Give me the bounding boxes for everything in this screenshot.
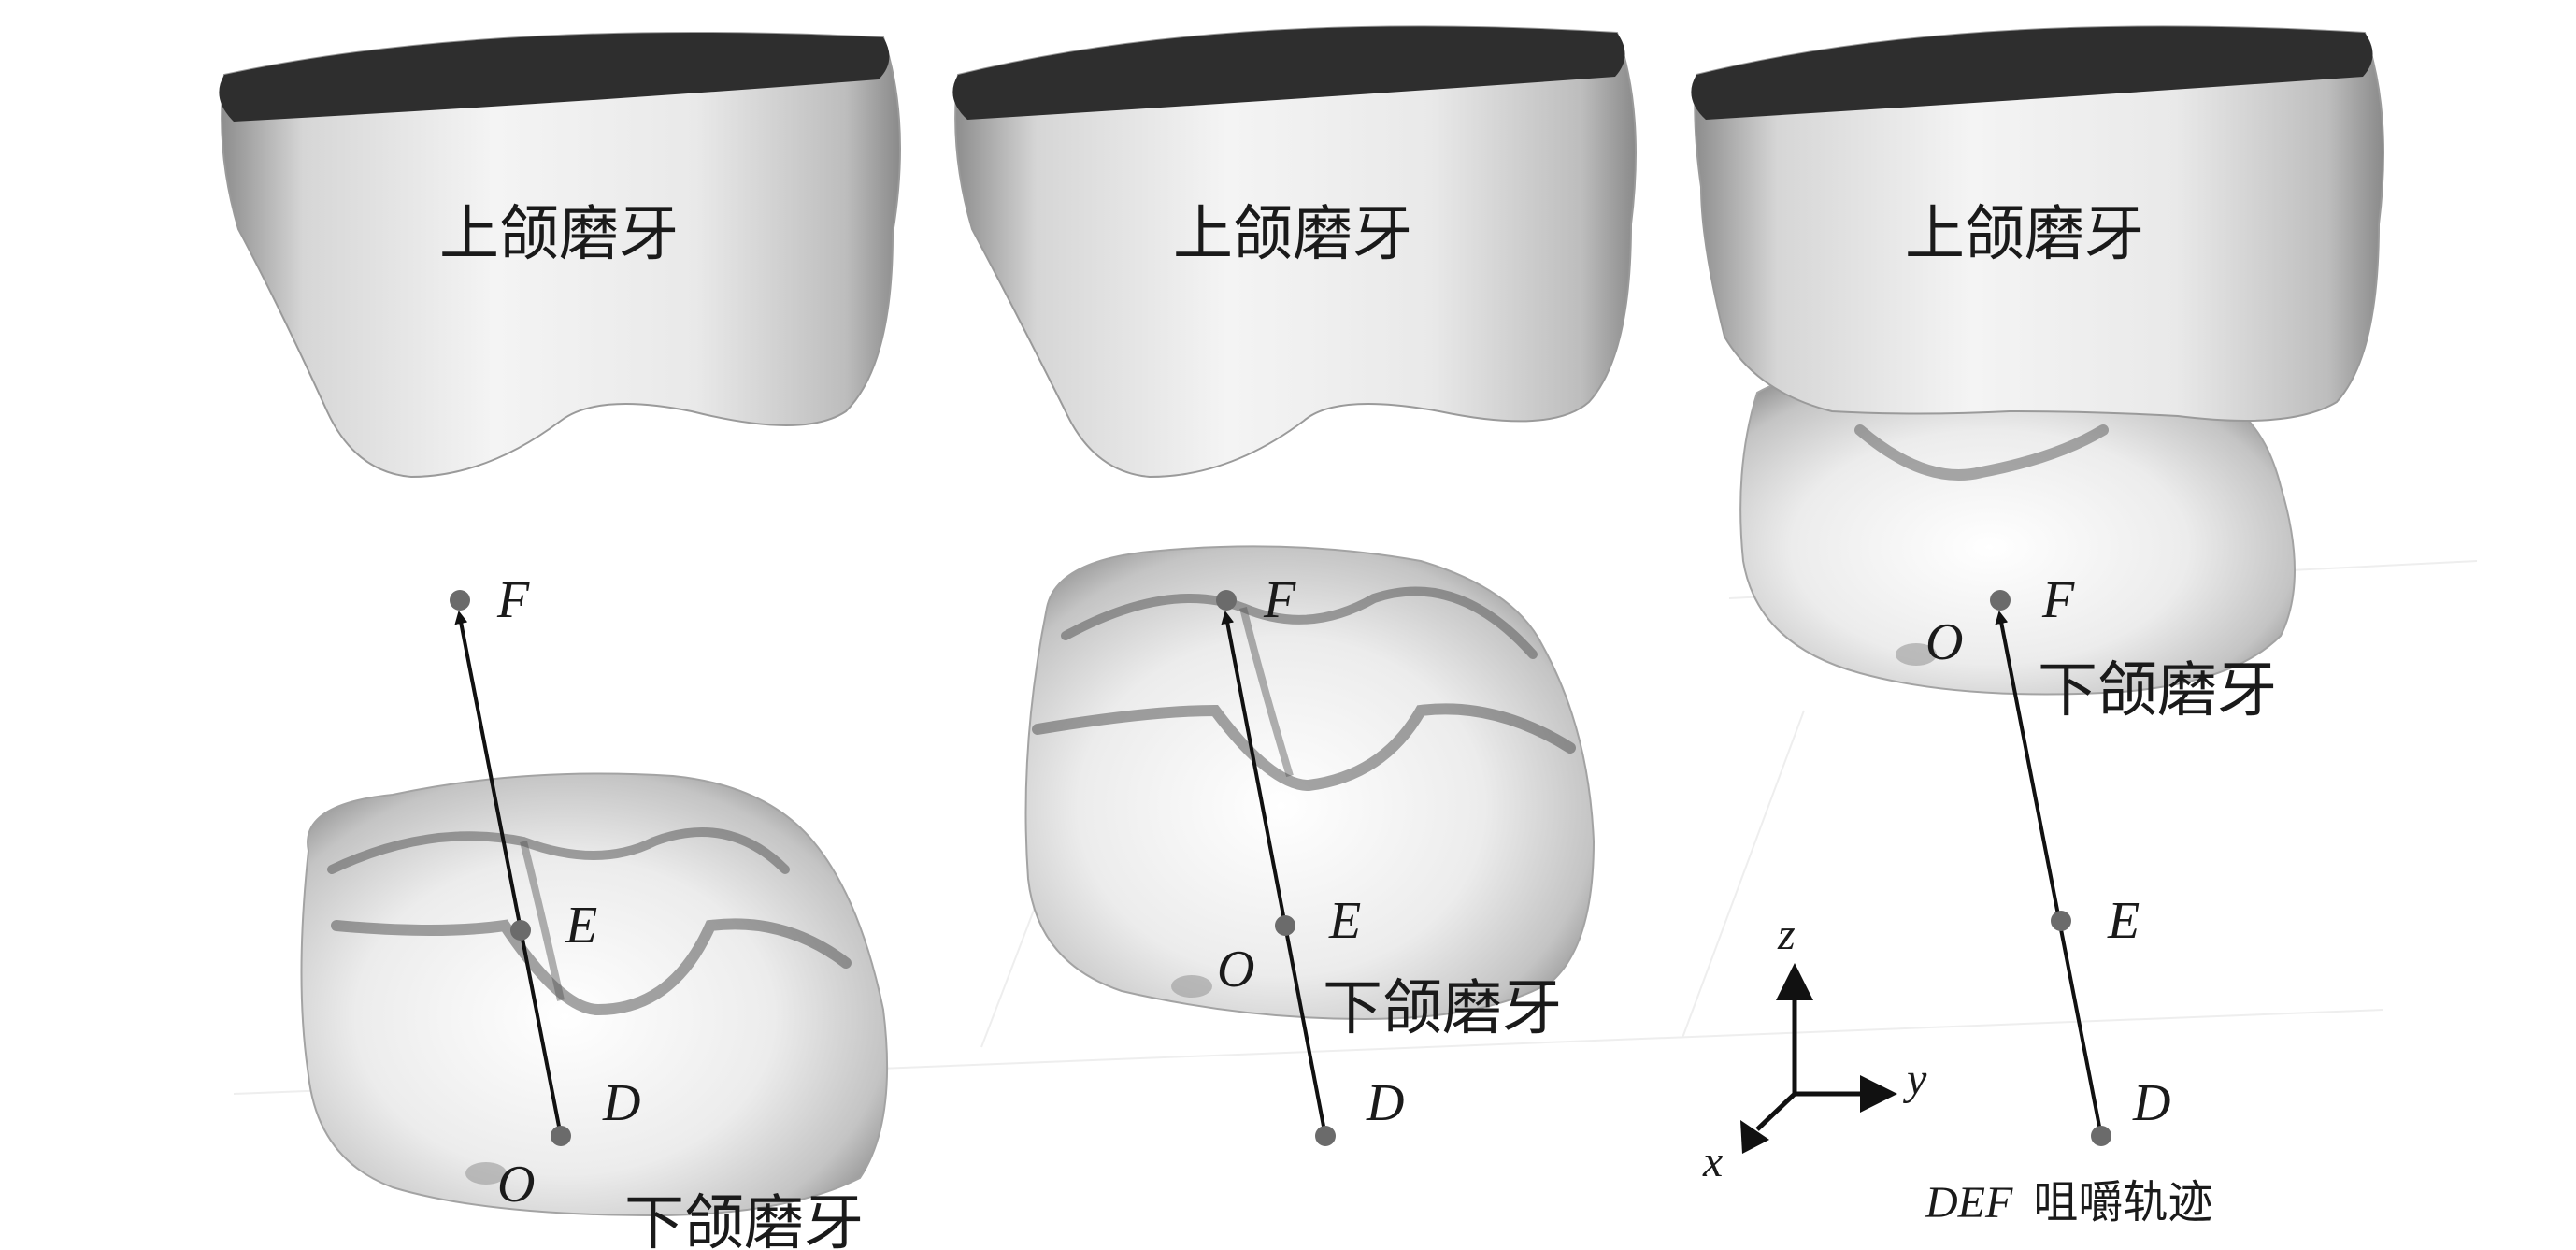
label-e-2: E — [1328, 892, 1361, 950]
trajectory-caption-italic: DEF — [1925, 1178, 2013, 1228]
trajectory-caption-text: 咀嚼轨迹 — [2033, 1176, 2212, 1228]
point-e-1 — [510, 920, 531, 941]
point-f-2 — [1216, 590, 1237, 611]
label-o-3: O — [1925, 613, 1963, 671]
upper-molar-label-1: 上颌磨牙 — [439, 200, 679, 269]
label-f-3: F — [2041, 571, 2075, 629]
upper-molar-label-3: 上颌磨牙 — [1905, 200, 2144, 269]
lower-molar-label-2: 下颌磨牙 — [1323, 974, 1562, 1043]
axis-x-label: x — [1702, 1137, 1723, 1186]
label-o-1: O — [497, 1156, 535, 1214]
panel-2: 上颌磨牙 F E D O 下颌磨牙 — [952, 25, 1637, 1146]
label-f-2: F — [1263, 571, 1296, 629]
label-d-2: D — [1366, 1074, 1404, 1132]
label-d-1: D — [602, 1074, 640, 1132]
upper-molar-2 — [952, 25, 1637, 479]
upper-molar-label-2: 上颌磨牙 — [1173, 200, 1412, 269]
point-e-2 — [1275, 915, 1295, 936]
upper-molar-1 — [219, 32, 901, 479]
point-f-1 — [450, 590, 470, 611]
trajectory-2 — [1221, 611, 1327, 1137]
panel-1: 上颌磨牙 F E D O 下颌磨牙 — [219, 32, 901, 1250]
label-e-1: E — [565, 897, 597, 955]
axis-x-arrow — [1740, 1120, 1769, 1154]
upper-molar-3 — [1691, 25, 2384, 422]
point-e-3 — [2051, 911, 2071, 931]
axis-z-arrow — [1776, 963, 1813, 1000]
axis-y-label: y — [1902, 1055, 1927, 1104]
point-d-3 — [2091, 1126, 2111, 1146]
lower-molar-1 — [300, 772, 889, 1217]
lower-molar-2 — [1024, 545, 1596, 1021]
label-d-3: D — [2132, 1074, 2170, 1132]
label-f-1: F — [496, 571, 530, 629]
trajectory-1 — [454, 611, 563, 1137]
point-f-3 — [1990, 590, 2011, 611]
coordinate-axes: z y x — [1702, 910, 1927, 1186]
lower-molar-label-3: 下颌磨牙 — [2038, 656, 2277, 726]
trajectory-3 — [1995, 611, 2103, 1137]
label-e-3: E — [2107, 892, 2140, 950]
panel-3: 上颌磨牙 F E D O 下颌磨牙 z y x DEF 咀嚼轨迹 — [1691, 25, 2384, 1228]
label-o-2: O — [1217, 941, 1254, 999]
trajectory-caption: DEF 咀嚼轨迹 — [1925, 1176, 2212, 1228]
lower-molar-label-1: 下颌磨牙 — [624, 1189, 864, 1250]
point-d-2 — [1315, 1126, 1336, 1146]
axis-z-label: z — [1777, 910, 1796, 959]
point-d-1 — [551, 1126, 571, 1146]
axis-y-arrow — [1860, 1075, 1897, 1113]
